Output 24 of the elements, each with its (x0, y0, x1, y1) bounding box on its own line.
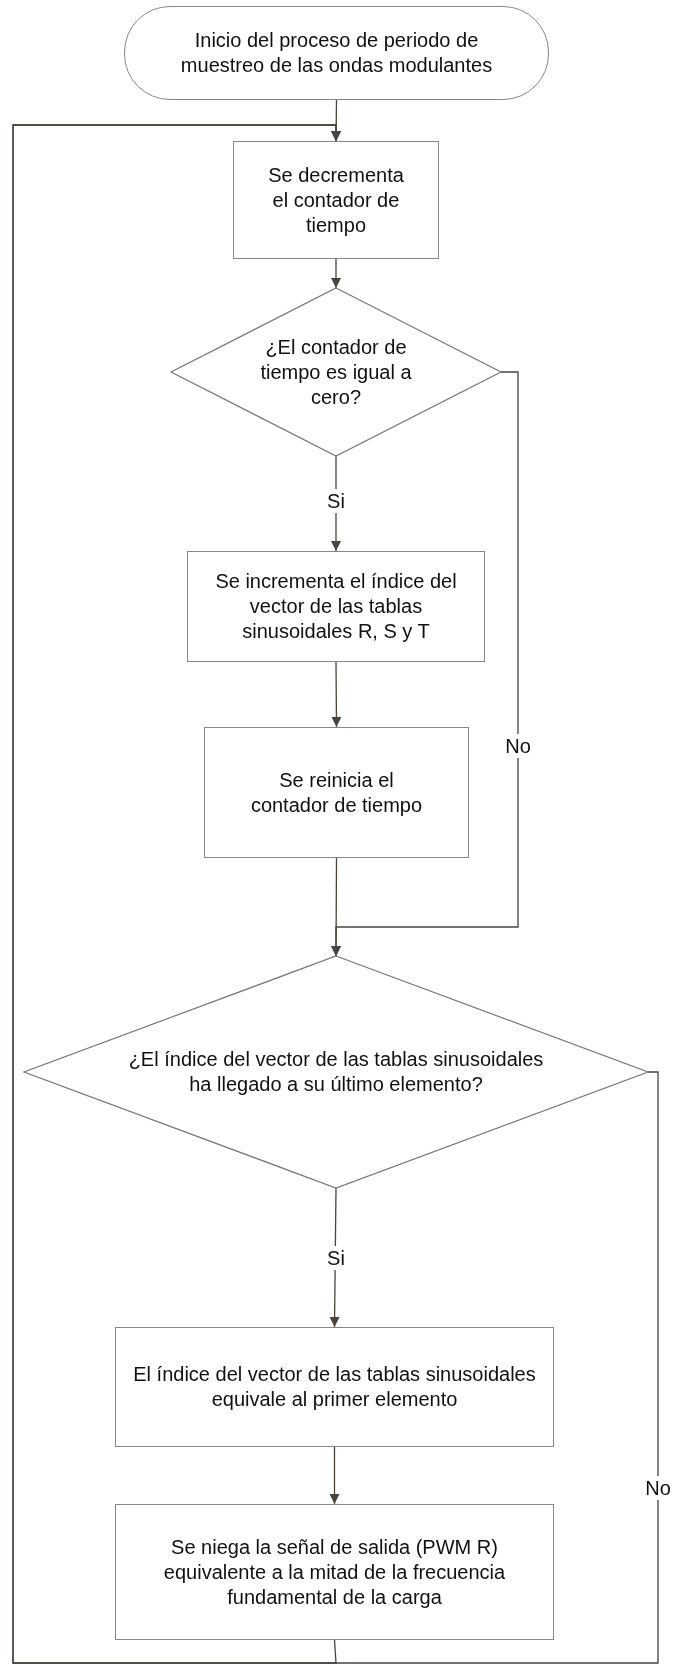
node-text: ¿El contador de tiempo es igual a cero? (259, 334, 413, 410)
edge-label: No (643, 1476, 673, 1500)
node-text: ¿El índice del vector de las tablas sinusoidales ha llegado a su último elemento? (127, 1047, 545, 1097)
edge-label: Si (325, 489, 347, 513)
node-text: Inicio del proceso de periodo de muestreo de las ondas modulantes (179, 28, 494, 78)
arrow (329, 1187, 340, 1328)
edge-label: No (503, 734, 533, 758)
arrow (331, 258, 341, 289)
process-box (115, 1327, 554, 1447)
node-text: Se reinicia el contador de tiempo (249, 767, 424, 818)
arrow (331, 455, 341, 552)
process-box (233, 141, 439, 259)
process-box (204, 727, 469, 858)
arrow (329, 1446, 340, 1505)
arrow (12, 124, 659, 1664)
node-text: Se incrementa el índice del vector de las tablas sinusoidales R, S y T (214, 569, 458, 644)
node-text: Se niega la señal de salida (PWM R) equivalente a la mitad de la frecuencia fundamental de la carga (162, 1534, 507, 1610)
edge-label: Si (325, 1246, 347, 1270)
arrow (331, 661, 342, 728)
node-text: Se decrementa el contador de tiempo (267, 162, 405, 238)
arrow (331, 371, 519, 957)
process-box (115, 1504, 554, 1640)
node-text: El índice del vector de las tablas sinusoidales equivale al primer elemento (132, 1362, 537, 1412)
process-box (187, 551, 485, 662)
